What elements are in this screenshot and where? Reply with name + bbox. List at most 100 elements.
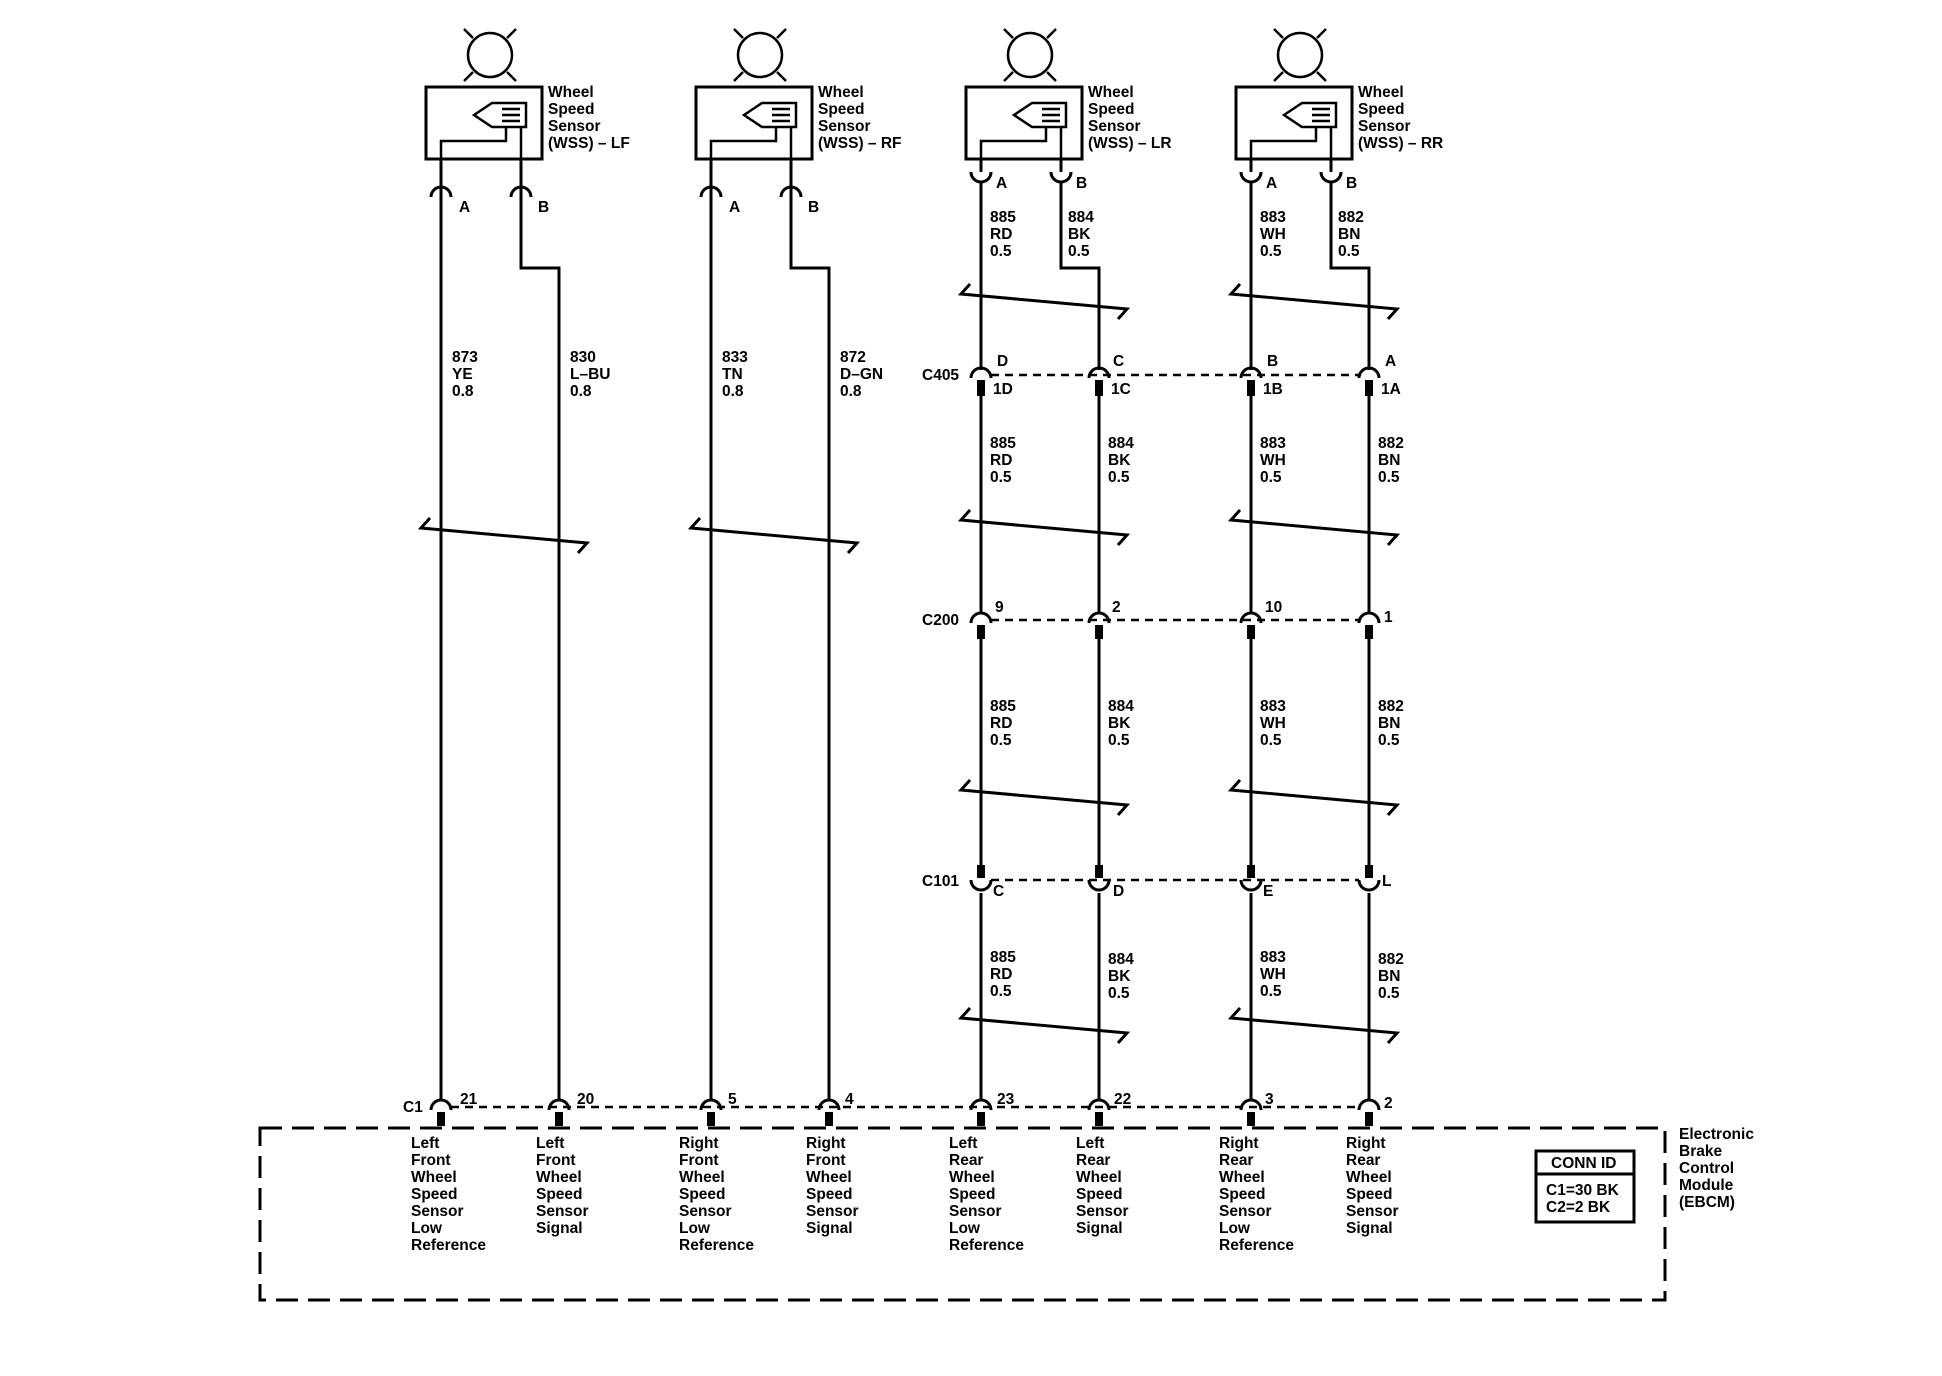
- wire-label: BK: [1068, 226, 1091, 243]
- function-label: Front: [806, 1152, 846, 1169]
- function-label: Right: [679, 1135, 719, 1152]
- wheel-icon: [1003, 28, 1057, 82]
- pin-label: 2: [1112, 599, 1121, 616]
- wire-label: 0.5: [1338, 243, 1360, 260]
- wire-label: 0.5: [1068, 243, 1090, 260]
- function-label: Left: [411, 1135, 439, 1152]
- module-name-line: Electronic: [1679, 1126, 1754, 1143]
- pin-label: B: [538, 199, 549, 216]
- sensor-label-line: Speed: [1088, 101, 1135, 118]
- conn-id-title: CONN ID: [1551, 1155, 1616, 1172]
- wire-break-mark: [1227, 508, 1401, 547]
- function-label: Signal: [806, 1220, 853, 1237]
- wire-label: RD: [990, 715, 1012, 732]
- wire-label: 0.5: [1108, 985, 1130, 1002]
- wire-rf-b: [789, 208, 831, 1100]
- wire-label: 885: [990, 435, 1016, 452]
- sensor-label-line: (WSS) – RR: [1358, 135, 1443, 152]
- sensor-label-line: Sensor: [818, 118, 871, 135]
- pin-label: 23: [997, 1091, 1015, 1108]
- wire-break-mark: [957, 508, 1131, 547]
- wire-label: 0.5: [990, 732, 1012, 749]
- wire-label: BN: [1338, 226, 1360, 243]
- pin-label: B: [808, 199, 819, 216]
- wire-break-mark: [1227, 282, 1401, 321]
- function-label: Low: [411, 1220, 443, 1237]
- wire-label: YE: [452, 366, 473, 383]
- wire-label: 883: [1260, 949, 1286, 966]
- sensor-box: [964, 85, 1084, 161]
- function-label: Speed: [806, 1186, 853, 1203]
- wire-break-mark: [957, 1006, 1131, 1045]
- ebcm-name: Electronic Brake Control Module (EBCM): [1679, 1126, 1754, 1211]
- sensor-lf: Wheel Speed Sensor (WSS) – LF A B: [424, 28, 630, 216]
- function-label: Low: [679, 1220, 711, 1237]
- wire-label: 0.8: [722, 383, 744, 400]
- function-label: Rear: [1219, 1152, 1253, 1169]
- sensor-label-line: (WSS) – RF: [818, 135, 902, 152]
- pin-label: 22: [1114, 1091, 1131, 1108]
- sensor-element-icon: [439, 101, 528, 159]
- pin-label: 2: [1384, 1095, 1393, 1112]
- module-name-line: Control: [1679, 1160, 1734, 1177]
- function-label: Wheel: [806, 1169, 852, 1186]
- pin-label: 3: [1265, 1091, 1274, 1108]
- ebcm-boundary: [258, 1126, 1667, 1302]
- front-wiring: 873 YE 0.8 830 L–BU 0.8 833 TN 0.8 872 D…: [417, 208, 883, 1100]
- sensor-label-line: (WSS) – LF: [548, 135, 630, 152]
- wire-label: 0.5: [1108, 469, 1130, 486]
- function-label: Sensor: [1076, 1203, 1129, 1220]
- pin-label: A: [1266, 175, 1277, 192]
- sensor-label-line: (WSS) – LR: [1088, 135, 1172, 152]
- wire-label: BK: [1108, 968, 1131, 985]
- sensor-label-line: Sensor: [1358, 118, 1411, 135]
- pin-label: 1A: [1381, 381, 1401, 398]
- wheel-icon: [463, 28, 517, 82]
- function-label: Wheel: [536, 1169, 582, 1186]
- wire-label: 0.5: [1260, 469, 1282, 486]
- wire-break-mark: [957, 778, 1131, 817]
- ebcm-function-right-front-signal: Right Front Wheel Speed Sensor Signal: [806, 1135, 859, 1237]
- wire-label: 0.5: [1108, 732, 1130, 749]
- connector-label: C101: [922, 873, 959, 890]
- sensor-label-line: Speed: [818, 101, 865, 118]
- function-label: Reference: [411, 1237, 486, 1254]
- pin-label: B: [1346, 175, 1357, 192]
- wire-label: 0.5: [1378, 732, 1400, 749]
- pin-label: A: [729, 199, 740, 216]
- wire-label: 0.5: [990, 243, 1012, 260]
- pin-label: C: [993, 883, 1004, 900]
- sensor-label-line: Sensor: [548, 118, 601, 135]
- function-label: Signal: [1346, 1220, 1393, 1237]
- pin-label: D: [1113, 883, 1124, 900]
- function-label: Wheel: [679, 1169, 725, 1186]
- pin-label: 10: [1265, 599, 1282, 616]
- rear-wiring: 885 RD 0.5 884 BK 0.5 883 WH 0.5 882 BN …: [957, 182, 1404, 1100]
- wire-label: RD: [990, 452, 1012, 469]
- sensor-box: [424, 85, 544, 161]
- pin-label: 1C: [1111, 381, 1131, 398]
- wire-break-mark: [1227, 778, 1401, 817]
- wire-label: 0.5: [1260, 732, 1282, 749]
- function-label: Wheel: [1076, 1169, 1122, 1186]
- ebcm-function-left-front-low-ref: Left Front Wheel Speed Sensor Low Refere…: [411, 1135, 486, 1254]
- function-label: Speed: [1219, 1186, 1266, 1203]
- module-name-line: Brake: [1679, 1143, 1722, 1160]
- function-label: Left: [1076, 1135, 1104, 1152]
- wire-break-mark: [417, 516, 591, 555]
- wire-label: 882: [1378, 951, 1404, 968]
- wire-label: RD: [990, 226, 1012, 243]
- module-name-line: (EBCM): [1679, 1194, 1735, 1211]
- wire-label: 0.8: [570, 383, 592, 400]
- function-label: Speed: [1076, 1186, 1123, 1203]
- wire-label: BN: [1378, 968, 1400, 985]
- ebcm-function-left-rear-low-ref: Left Rear Wheel Speed Sensor Low Referen…: [949, 1135, 1024, 1254]
- function-label: Sensor: [536, 1203, 589, 1220]
- wire-label: 884: [1068, 209, 1094, 226]
- pin-label: 20: [577, 1091, 594, 1108]
- wire-label: 885: [990, 949, 1016, 966]
- function-label: Low: [949, 1220, 981, 1237]
- wire-label: 884: [1108, 698, 1134, 715]
